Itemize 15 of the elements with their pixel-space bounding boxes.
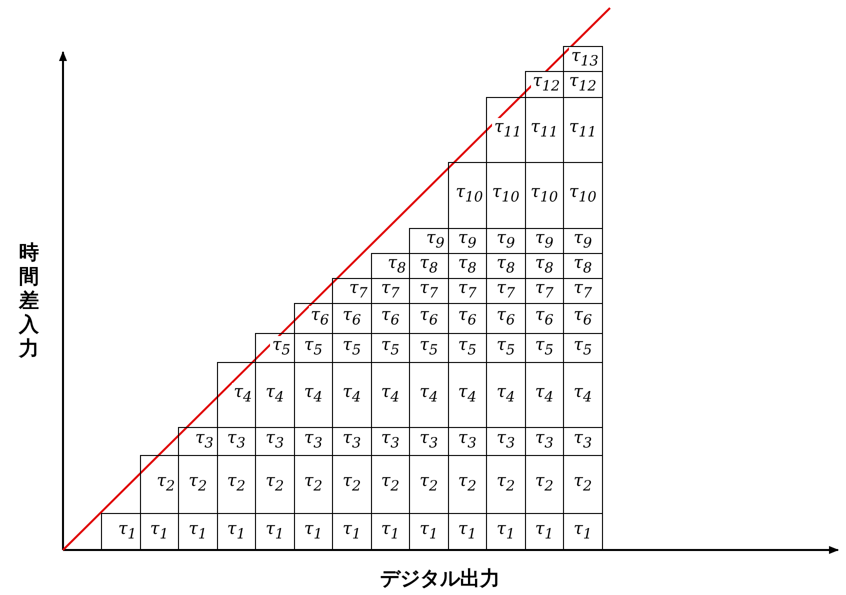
- level-block: [524, 71, 564, 98]
- level-block: [332, 278, 372, 304]
- level-block: [563, 46, 602, 72]
- level-block: [370, 253, 410, 279]
- x-axis-title: デジタル出力: [380, 565, 500, 592]
- level-block: [140, 455, 179, 514]
- level-block: [216, 362, 256, 428]
- level-block: [409, 228, 448, 254]
- level-block: [178, 427, 218, 456]
- level-block: [448, 162, 487, 229]
- level-block: [101, 513, 140, 551]
- level-block: [486, 97, 526, 163]
- level-block: [294, 303, 333, 334]
- level-block: [255, 333, 294, 363]
- y-axis-title: 時間差入力: [18, 240, 40, 360]
